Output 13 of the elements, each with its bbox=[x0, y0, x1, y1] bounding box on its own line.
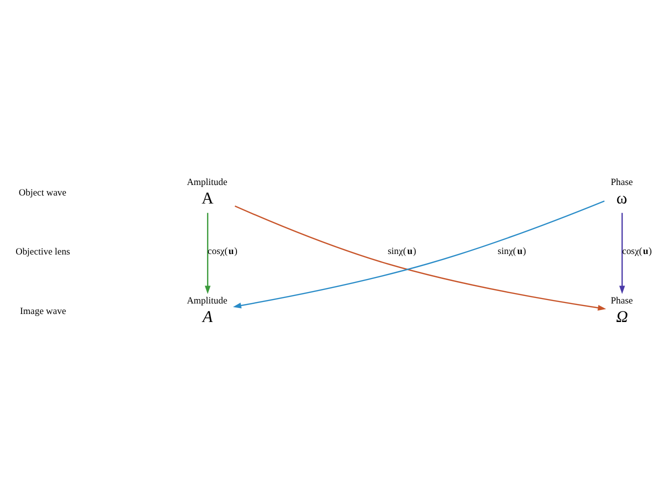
arrow bbox=[204, 212, 211, 294]
node-text: Amplitude A bbox=[186, 296, 228, 326]
node-text: Phase ω bbox=[610, 177, 633, 208]
edge-label: sinχ(u) bbox=[388, 246, 416, 257]
label: Image wave bbox=[20, 306, 66, 317]
edge-label: cosχ(u) bbox=[208, 246, 238, 257]
node-text: Amplitude A bbox=[186, 177, 228, 208]
edge-label: cosχ(u) bbox=[622, 246, 652, 257]
edge-label: sinχ(u) bbox=[498, 246, 526, 257]
arrow bbox=[619, 212, 625, 294]
label: Objective lens bbox=[16, 247, 70, 258]
label: Object wave bbox=[18, 188, 66, 198]
node-text: Phase Ω bbox=[610, 296, 633, 326]
